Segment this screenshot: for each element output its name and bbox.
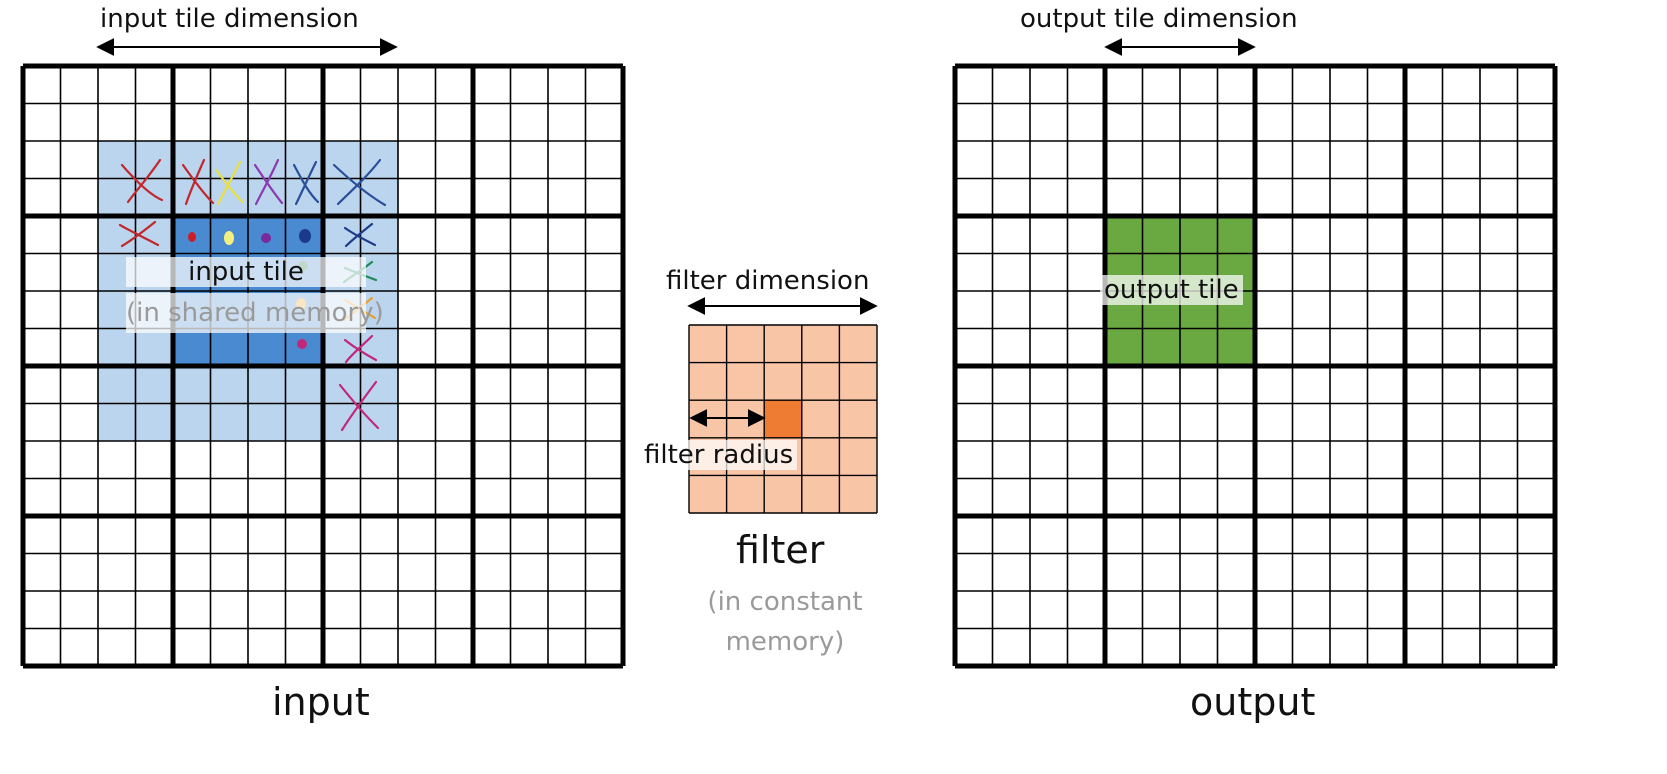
output-tile-cell	[1105, 328, 1143, 366]
input-tile-cell	[98, 328, 136, 366]
filter-cell	[839, 400, 877, 438]
in-constant-memory-line2: memory)	[725, 627, 845, 657]
input-tile-label: input tile	[126, 257, 366, 287]
filter-cell	[801, 325, 840, 363]
output-tile-label: output tile	[1100, 275, 1243, 305]
output-tile-cell	[1180, 216, 1218, 254]
filter-cell	[839, 325, 877, 363]
input-core-cell	[248, 328, 286, 366]
output-tile-dimension-label: output tile dimension	[1020, 4, 1298, 34]
filter-cell	[689, 325, 727, 363]
input-tile-cell	[360, 291, 398, 329]
output-tile-cell	[1217, 328, 1255, 366]
input-tile-cell	[323, 403, 361, 441]
input-tile-cell	[135, 403, 173, 441]
filter-cell	[801, 437, 840, 476]
filter-dimension-label: filter dimension	[666, 266, 870, 296]
input-tile-cell	[210, 366, 248, 404]
in-constant-memory-line1: (in constant	[707, 587, 863, 617]
input-tile-cell	[173, 178, 211, 216]
filter-grid	[688, 324, 878, 514]
input-tile-cell	[98, 178, 136, 216]
output-grid	[952, 63, 1558, 669]
output-title: output	[1190, 680, 1316, 724]
output-tile-cell	[1217, 216, 1255, 254]
input-tile-cell	[98, 366, 136, 404]
input-tile-cell	[248, 366, 286, 404]
input-grid	[20, 63, 626, 669]
input-tile-cell	[285, 141, 323, 179]
output-tile-cell	[1142, 216, 1180, 254]
input-tile-cell	[285, 403, 323, 441]
input-tile-cell	[135, 328, 173, 366]
input-tile-cell	[323, 178, 361, 216]
input-core-cell	[173, 328, 211, 366]
input-tile-cell	[360, 216, 398, 254]
filter-cell	[726, 325, 765, 363]
output-tile-cell	[1105, 216, 1143, 254]
filter-cell	[801, 400, 840, 438]
input-tile-cell	[173, 366, 211, 404]
filter-radius-label: filter radius	[640, 440, 798, 470]
filter-cell	[801, 362, 840, 401]
input-tile-cell	[210, 141, 248, 179]
filter-title: filter	[736, 528, 825, 572]
input-tile-cell	[98, 216, 136, 254]
input-title: input	[272, 680, 370, 724]
filter-cell	[764, 475, 802, 513]
input-core-cell	[210, 328, 248, 366]
filter-cell	[801, 475, 840, 513]
input-tile-cell	[285, 366, 323, 404]
filter-cell	[839, 362, 877, 401]
input-tile-dimension-label: input tile dimension	[100, 4, 359, 34]
input-tile-cell	[360, 178, 398, 216]
input-tile-cell	[248, 141, 286, 179]
input-tile-cell	[135, 366, 173, 404]
filter-cell	[726, 475, 765, 513]
input-tile-cell	[360, 253, 398, 291]
filter-cell	[764, 362, 802, 401]
input-tile-cell	[210, 403, 248, 441]
input-tile-cell	[248, 403, 286, 441]
input-tile-cell	[173, 403, 211, 441]
input-tile-cell	[323, 366, 361, 404]
output-tile-cell	[1180, 328, 1218, 366]
filter-cell	[839, 475, 877, 513]
filter-cell	[726, 362, 765, 401]
output-tile-cell	[1142, 328, 1180, 366]
filter-cell	[689, 362, 727, 401]
input-tile-cell	[360, 366, 398, 404]
filter-center-cell	[764, 400, 802, 438]
filter-cell	[764, 325, 802, 363]
filter-cell	[689, 475, 727, 513]
filter-cell	[839, 437, 877, 476]
input-tile-cell	[98, 403, 136, 441]
input-tile-cell	[360, 328, 398, 366]
in-shared-memory-label: (in shared memory)	[126, 293, 384, 333]
input-tile-cell	[360, 403, 398, 441]
input-tile-cell	[135, 141, 173, 179]
